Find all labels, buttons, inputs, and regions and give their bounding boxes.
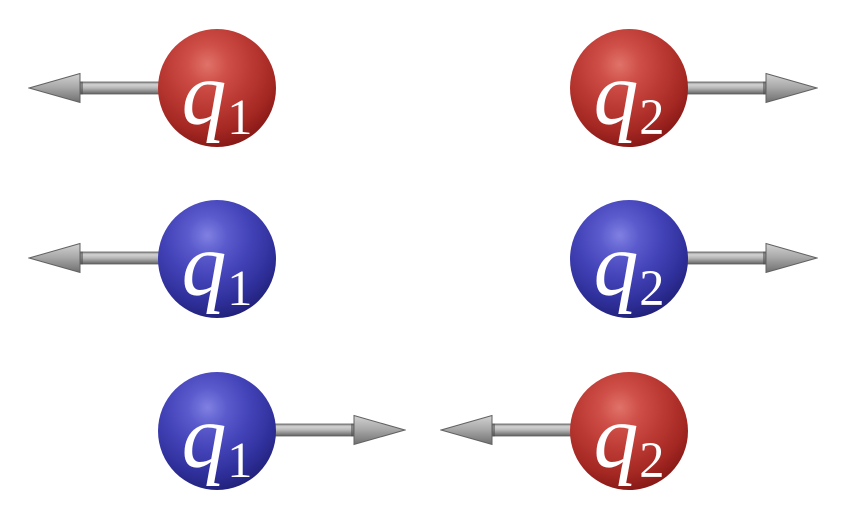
force-arrow-left-q1-row1 bbox=[28, 72, 166, 104]
charge-subscript: 2 bbox=[639, 260, 665, 317]
charge-subscript: 1 bbox=[227, 260, 253, 317]
arrow-right-icon bbox=[680, 242, 818, 274]
arrow-right-icon bbox=[268, 414, 406, 446]
charge-q2-red-row3: q2 bbox=[570, 372, 688, 490]
force-arrow-left-q1-row2 bbox=[28, 242, 166, 274]
arrow-left-icon bbox=[440, 414, 578, 446]
charge-q1-red-row1: q1 bbox=[158, 29, 276, 147]
arrow-left-icon bbox=[28, 242, 166, 274]
arrow-left-icon bbox=[28, 72, 166, 104]
force-arrow-right-q2-row1 bbox=[680, 72, 818, 104]
arrow-right-icon bbox=[680, 72, 818, 104]
force-arrow-left-q2-row3 bbox=[440, 414, 578, 446]
charge-label: q2 bbox=[593, 215, 665, 317]
charge-label: q1 bbox=[181, 387, 253, 489]
force-arrow-right-q2-row2 bbox=[680, 242, 818, 274]
charge-q1-blue-row3: q1 bbox=[158, 372, 276, 490]
charge-subscript: 2 bbox=[639, 89, 665, 146]
charge-q1-blue-row2: q1 bbox=[158, 200, 276, 318]
charge-q2-red-row1: q2 bbox=[570, 29, 688, 147]
charge-label: q1 bbox=[181, 215, 253, 317]
charge-subscript: 1 bbox=[227, 89, 253, 146]
charge-subscript: 2 bbox=[639, 432, 665, 489]
charge-q2-blue-row2: q2 bbox=[570, 200, 688, 318]
charge-subscript: 1 bbox=[227, 432, 253, 489]
charge-label: q2 bbox=[593, 387, 665, 489]
force-arrow-right-q1-row3 bbox=[268, 414, 406, 446]
charge-label: q2 bbox=[593, 44, 665, 146]
charge-label: q1 bbox=[181, 44, 253, 146]
